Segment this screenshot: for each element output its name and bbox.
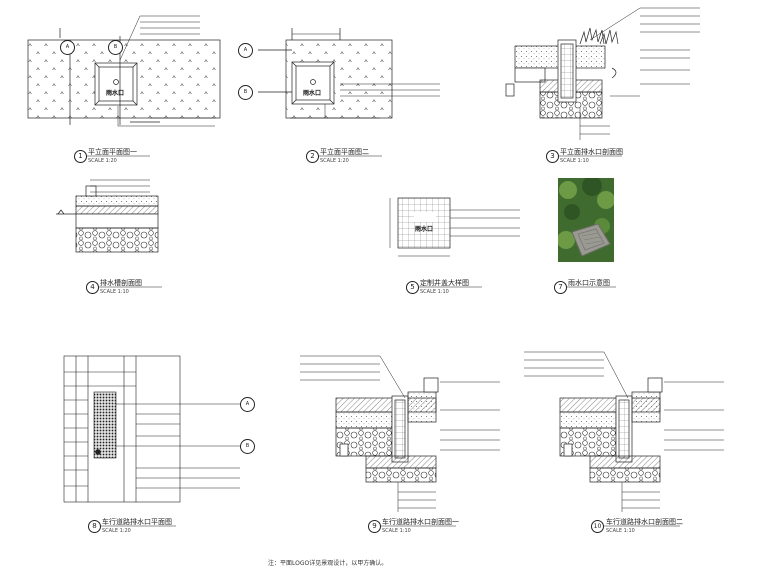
view-10-section — [524, 351, 724, 512]
storm-drain-photo — [558, 178, 614, 262]
view-scale-4: SCALE 1:10 — [100, 289, 129, 295]
view-scale-8: SCALE 1:20 — [102, 528, 131, 534]
view-number-8: 8 — [88, 520, 101, 533]
view-3-section — [505, 7, 700, 140]
storm-drain-photo-image — [558, 178, 614, 262]
view-1-plan — [27, 15, 221, 127]
view-scale-3: SCALE 1:10 — [560, 158, 589, 164]
view-title-5: 定制井盖大样图 — [420, 279, 469, 287]
view-title-1: 平立面平面图一 — [88, 148, 137, 156]
section-ref-a-view-1: A — [60, 40, 75, 55]
view-5-cover-detail — [389, 197, 520, 257]
view-scale-2: SCALE 1:20 — [320, 158, 349, 164]
view-title-8: 车行道路排水口平面图 — [102, 518, 172, 526]
view-number-7: 7 — [554, 281, 567, 294]
plaque-text-view-1: 雨水口 — [106, 90, 125, 97]
section-ref-b-view-2: B — [238, 85, 253, 100]
view-scale-5: SCALE 1:10 — [420, 289, 449, 295]
view-title-4: 排水槽剖面图 — [100, 279, 142, 287]
view-title-3: 平立面排水口剖面图 — [560, 148, 623, 156]
view-title-2: 平立面平面图二 — [320, 148, 369, 156]
view-2-plan — [258, 28, 440, 119]
view-9-section — [300, 355, 500, 512]
view-number-9: 9 — [368, 520, 381, 533]
view-number-2: 2 — [306, 150, 319, 163]
section-ref-a-view-8: A — [240, 397, 255, 412]
view-title-10: 车行道路排水口剖面图二 — [606, 518, 683, 526]
section-ref-a-view-2: A — [238, 43, 253, 58]
view-4-section — [56, 179, 159, 253]
plaque-text-view-2: 雨水口 — [303, 90, 322, 97]
view-number-10: 10 — [591, 520, 604, 533]
view-8-plan — [63, 355, 248, 503]
footer-note: 注：平面LOGO详见景观设计，以甲方确认。 — [268, 560, 388, 567]
view-number-3: 3 — [546, 150, 559, 163]
plaque-text-view-5: 雨水口 — [415, 226, 434, 233]
caption-underlines — [86, 155, 680, 527]
view-title-7: 雨水口示意图 — [568, 279, 610, 287]
view-scale-10: SCALE 1:10 — [606, 528, 635, 534]
view-title-9: 车行道路排水口剖面图一 — [382, 518, 459, 526]
section-ref-b-view-1: B — [108, 40, 123, 55]
section-ref-b-view-8: B — [240, 439, 255, 454]
view-number-1: 1 — [74, 150, 87, 163]
view-scale-1: SCALE 1:20 — [88, 158, 117, 164]
view-number-4: 4 — [86, 281, 99, 294]
view-number-5: 5 — [406, 281, 419, 294]
view-scale-9: SCALE 1:10 — [382, 528, 411, 534]
